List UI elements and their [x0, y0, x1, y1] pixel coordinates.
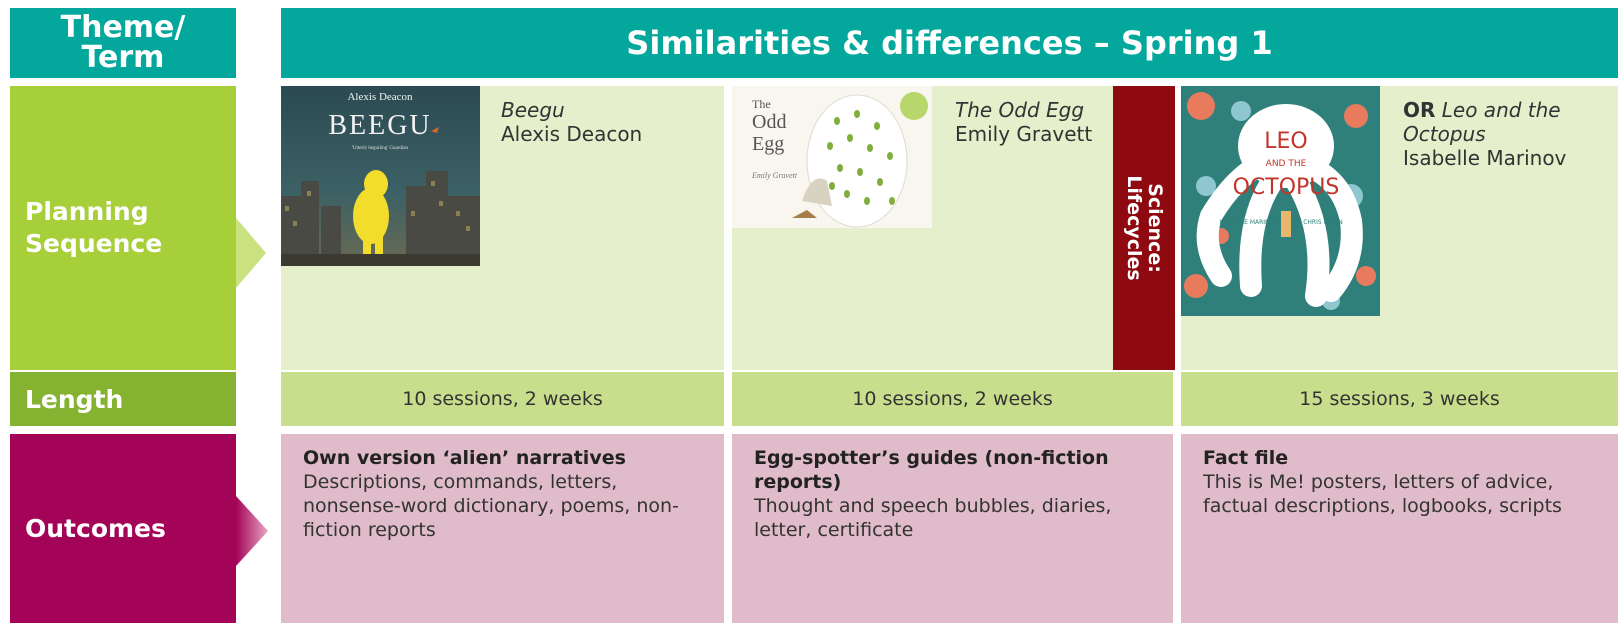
odd-egg-cover-egg: Egg	[752, 133, 784, 155]
science-lifecycles-band: Science: Lifecycles	[1113, 86, 1175, 370]
science-label: Science:	[1144, 183, 1166, 273]
outcomes-cell-2: Egg-spotter’s guides (non-fiction report…	[732, 434, 1173, 623]
outcome-2-body: Thought and speech bubbles, diaries, let…	[754, 495, 1112, 541]
leo-cover-author-1: ISABELLE MARINOV	[1220, 219, 1279, 226]
outcomes-arrow-icon	[236, 496, 268, 566]
length-cell-1: 10 sessions, 2 weeks	[281, 372, 724, 426]
beegu-cover-image: Alexis Deacon BEEGU 'Utterly beguiling' …	[281, 86, 480, 266]
book-3-title-line1: OR Leo and the	[1403, 98, 1613, 122]
outcomes-label: Outcomes	[10, 434, 236, 623]
outcomes-cell-3: Fact file This is Me! posters, letters o…	[1181, 434, 1618, 623]
book-2-info: The Odd Egg Emily Gravett	[955, 98, 1115, 146]
odd-egg-cover-signature: Emily Gravett	[751, 171, 798, 180]
book-3-author: Isabelle Marinov	[1403, 146, 1567, 170]
odd-egg-cover-the: The	[752, 97, 771, 111]
book-1-author: Alexis Deacon	[501, 122, 643, 146]
book-3-info: OR Leo and the Octopus Isabelle Marinov	[1403, 98, 1613, 170]
leo-octopus-cover-image: LEO AND THE OCTOPUS ISABELLE MARINOV CHR…	[1181, 86, 1380, 316]
outcomes-cell-1: Own version ‘alien’ narratives Descripti…	[281, 434, 724, 623]
outcome-1-title: Own version ‘alien’ narratives	[303, 447, 626, 469]
leo-cover-author-2: CHRIS NIXON	[1303, 219, 1343, 226]
planning-label-line1: Planning	[25, 197, 149, 226]
book-3-title-part2: Octopus	[1403, 122, 1486, 146]
planning-arrow-icon	[236, 218, 266, 288]
outcome-2-title: Egg-spotter’s guides (non-fiction report…	[754, 447, 1109, 493]
leo-cover-octopus: OCTOPUS	[1233, 175, 1340, 200]
sequence-label-line2: Sequence	[25, 229, 163, 258]
leo-cover-leo: LEO	[1264, 129, 1307, 154]
outcome-1-body: Descriptions, commands, letters, nonsens…	[303, 471, 679, 541]
length-label: Length	[10, 372, 236, 426]
odd-egg-cover-odd: Odd	[752, 111, 786, 133]
book-2-title: The Odd Egg	[955, 98, 1085, 122]
odd-egg-cover-image: The Odd Egg Emily Gravett	[732, 86, 932, 228]
book-1-title: Beegu	[501, 98, 565, 122]
outcome-3-title: Fact file	[1203, 447, 1289, 469]
beegu-cover-author: Alexis Deacon	[347, 91, 413, 103]
length-cell-3: 15 sessions, 3 weeks	[1181, 372, 1618, 426]
book-1-info: Beegu Alexis Deacon	[501, 98, 716, 146]
lifecycles-label: Lifecycles	[1123, 175, 1145, 281]
outcome-3-body: This is Me! posters, letters of advice, …	[1203, 471, 1562, 517]
beegu-cover-title: BEEGU	[328, 110, 431, 141]
planning-sequence-label: Planning Sequence	[10, 86, 236, 370]
leo-cover-and-the: AND THE	[1266, 159, 1307, 169]
theme-term-label: Theme/ Term	[10, 8, 236, 78]
book-2-author: Emily Gravett	[955, 122, 1093, 146]
book-3-title-part1: Leo and the	[1441, 98, 1561, 122]
book-3-or-prefix: OR	[1403, 98, 1436, 122]
theme-label-line1: Theme/	[60, 10, 186, 45]
beegu-cover-quote: 'Utterly beguiling' Guardian	[352, 146, 408, 151]
length-cell-2: 10 sessions, 2 weeks	[732, 372, 1173, 426]
term-label-line2: Term	[81, 40, 165, 75]
page-title: Similarities & differences – Spring 1	[281, 8, 1618, 78]
